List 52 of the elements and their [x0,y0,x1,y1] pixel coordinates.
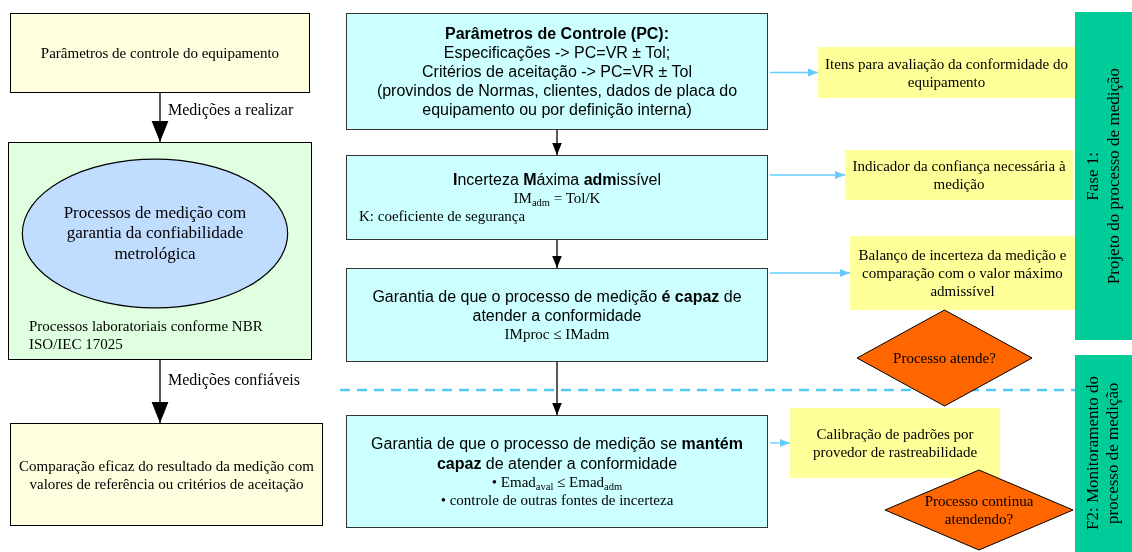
node-text: Itens para avaliação da conformidade do equipamento [824,54,1069,91]
note-box [850,236,1075,310]
node-text: Garantia de que o processo de medição é capaz de atender a conformidade [371,286,743,326]
arrow [552,129,562,156]
node-text: Fase 1: [1083,151,1104,201]
arrow [151,92,169,143]
group-box [8,142,312,360]
arrow [151,359,169,424]
step-box [346,155,768,240]
node-text: Processo atende? [893,349,996,367]
node-text: Incerteza Máxima admissível [452,169,662,190]
node-text: Processos laboratoriais conforme NBR ISO/IEC 17025 [29,317,264,353]
step-box [346,13,768,130]
node-text: Parâmetros de controle do equipamento [40,44,280,62]
node-text: IM$_{adm}$ = Tol/K [513,189,601,208]
arrow [552,361,562,416]
decision-diamond [885,470,1073,550]
note-box [790,408,1000,478]
note-box [845,150,1073,200]
arrow [769,170,846,180]
node-text: Garantia de que o processo de medição se mantém capaz de atender a conformidade [370,434,744,473]
node-text: Calibração de padrões por provedor de rastreabilidade [811,425,979,461]
node-text: Projeto do processo de medição [1103,67,1124,285]
process-box [10,423,323,526]
node-text: • controle de outras fontes de incerteza [440,490,674,509]
node-text: K: coeficiente de segurança [359,207,526,226]
arrow [552,239,562,269]
node-text: IMproc ≤ IMadm [504,325,610,344]
note-box [818,47,1075,98]
phase-band [1075,355,1132,552]
arrow [769,68,819,77]
arrow [769,268,851,278]
phase-band [1075,12,1132,340]
node-text: F2: Monitoramento do processo de medição [1083,375,1124,533]
node-text: Especificações -> PC=VR ± Tol; [443,42,671,62]
node-text: Parâmetros de Controle (PC): [444,23,669,43]
edge-label: Medições a realizar [166,101,296,119]
step-box [346,415,768,528]
node-text: Indicador da confiança necessária à medição [851,157,1067,193]
arrow [769,438,791,448]
node-text: Processo continua atendendo? [923,492,1035,528]
step-box [346,268,768,362]
node-text: (provindos de Normas, clientes, dados de placa do equipamento ou por definição interna) [375,81,739,120]
node-text: • Emad$_{aval}$ ≤ Emad$_{adm}$ [491,472,623,491]
process-box [10,13,310,93]
node-text: Comparação eficaz do resultado da medição com valores de referência ou critérios de aceitação [19,456,314,493]
node-text: Balanço de incerteza da medição e comparação com o valor máximo admissível [857,246,1068,300]
process-ellipse [21,158,289,309]
node-text: Critérios de aceitação -> PC=VR ± Tol [422,61,692,82]
node-text: Processos de medição com garantia da confiabilidade metrológica [62,202,248,265]
edge-label: Medições confiáveis [166,371,302,389]
decision-diamond [857,310,1032,406]
